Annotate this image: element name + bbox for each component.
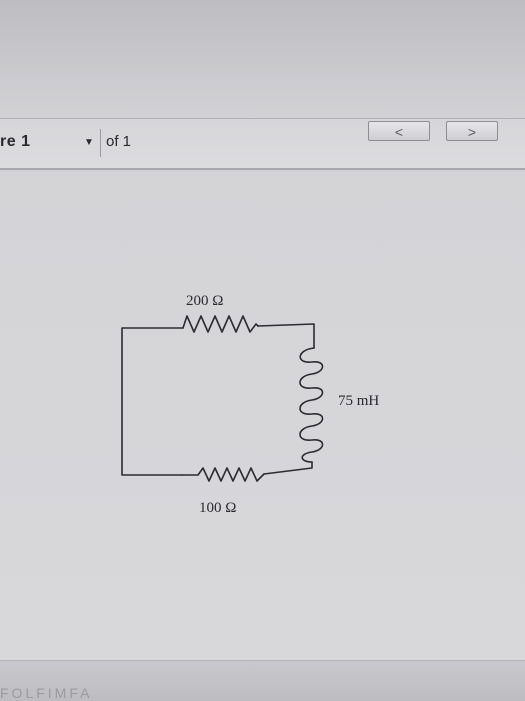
top-right-wire bbox=[257, 323, 315, 349]
toolbar-divider bbox=[100, 129, 101, 157]
figure-toolbar: re 1 ▼ of 1 < > bbox=[0, 118, 525, 170]
chevron-left-icon: < bbox=[394, 124, 404, 140]
inductor-label: 75 mH bbox=[338, 393, 379, 409]
bottom-right-wire bbox=[263, 461, 313, 475]
dropdown-arrow-icon[interactable]: ▼ bbox=[84, 137, 94, 148]
circuit-diagram: 200 Ω 75 mH 100 Ω bbox=[121, 293, 379, 516]
left-wire bbox=[121, 327, 184, 476]
cut-off-footer-text: FOLFIMFA bbox=[0, 685, 93, 701]
resistor-100-symbol bbox=[181, 467, 265, 482]
chevron-right-icon: > bbox=[467, 124, 477, 140]
figure-select-label[interactable]: re 1 bbox=[0, 133, 31, 150]
resistor-200-symbol bbox=[182, 315, 259, 333]
figure-count-label: of 1 bbox=[106, 133, 132, 150]
resistor-200-label: 200 Ω bbox=[186, 293, 223, 309]
previous-figure-button[interactable]: < bbox=[368, 121, 430, 141]
window-top-area bbox=[0, 0, 525, 118]
figure-content-area: 200 Ω 75 mH 100 Ω bbox=[0, 172, 525, 660]
next-figure-button[interactable]: > bbox=[446, 121, 498, 141]
resistor-100-label: 100 Ω bbox=[199, 500, 236, 516]
inductor-75mh-symbol bbox=[299, 347, 324, 463]
page-bottom-area: FOLFIMFA bbox=[0, 660, 525, 701]
